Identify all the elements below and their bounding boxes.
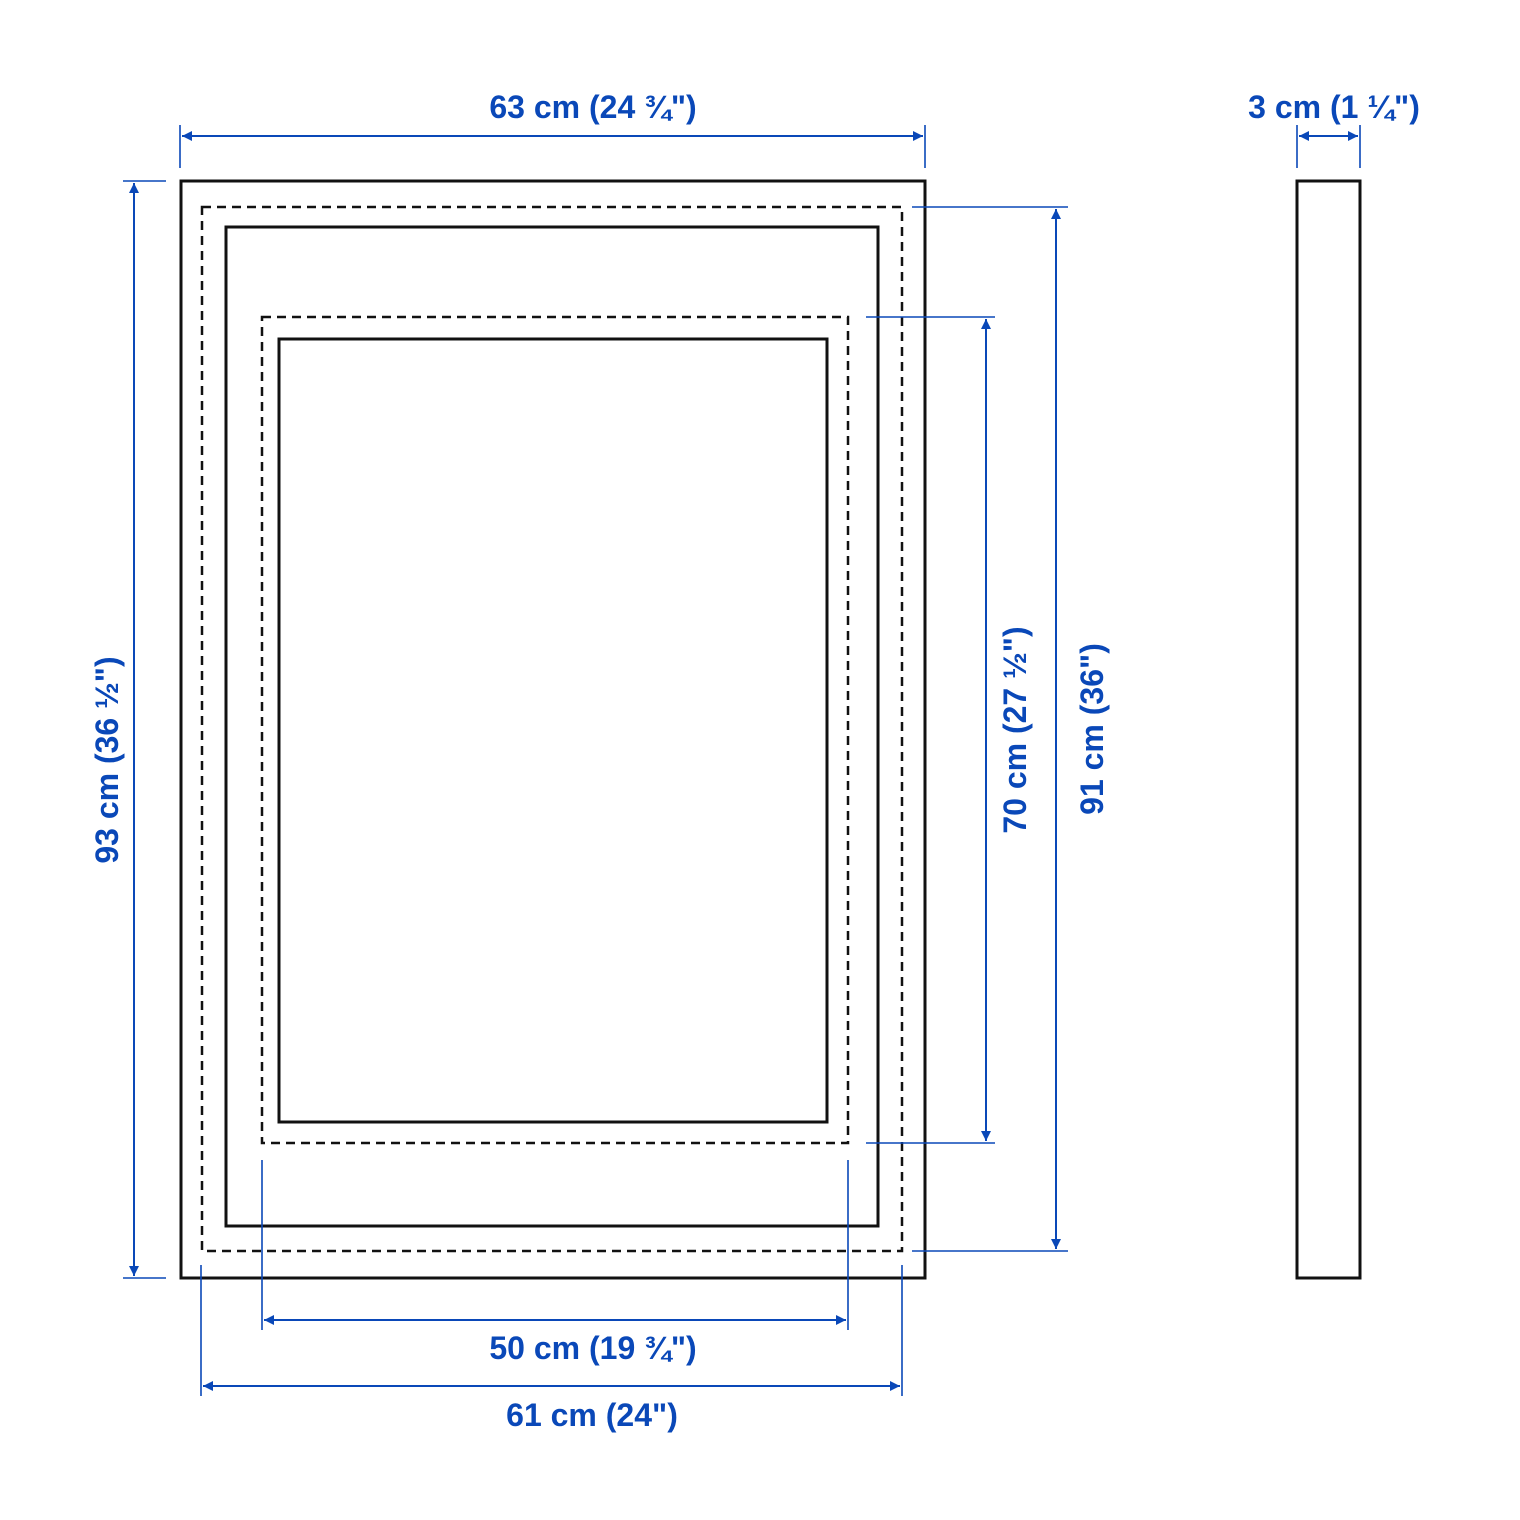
outer-height-label: 93 cm (36 ½") <box>89 656 125 863</box>
picture-height-label: 70 cm (27 ½") <box>997 626 1033 833</box>
outer-frame-edge <box>179 179 927 1280</box>
outer-width-label: 63 cm (24 ¾") <box>489 89 696 125</box>
picture-dashed-edge <box>260 315 850 1145</box>
inner-frame-dashed-edge <box>200 205 904 1253</box>
inner-height-label: 91 cm (36") <box>1074 643 1110 815</box>
picture-height-dimension: 70 cm (27 ½") <box>866 316 1033 1144</box>
outer-width-dimension: 63 cm (24 ¾") <box>179 89 926 168</box>
inner-width-label: 61 cm (24") <box>506 1397 678 1433</box>
depth-dimension: 3 cm (1 ¼") <box>1248 89 1420 168</box>
frame-depth-profile <box>1295 179 1362 1280</box>
mat-opening-edge <box>277 337 829 1124</box>
inner-width-dimension: 61 cm (24") <box>200 1265 903 1433</box>
frame-side-view <box>1295 179 1362 1280</box>
picture-width-label: 50 cm (19 ¾") <box>489 1330 696 1366</box>
picture-width-dimension: 50 cm (19 ¾") <box>261 1160 849 1366</box>
frame-front-view <box>179 179 927 1280</box>
depth-label: 3 cm (1 ¼") <box>1248 89 1420 125</box>
mat-outer-edge <box>224 225 880 1228</box>
inner-height-dimension: 91 cm (36") <box>912 206 1110 1252</box>
outer-height-dimension: 93 cm (36 ½") <box>89 180 166 1279</box>
